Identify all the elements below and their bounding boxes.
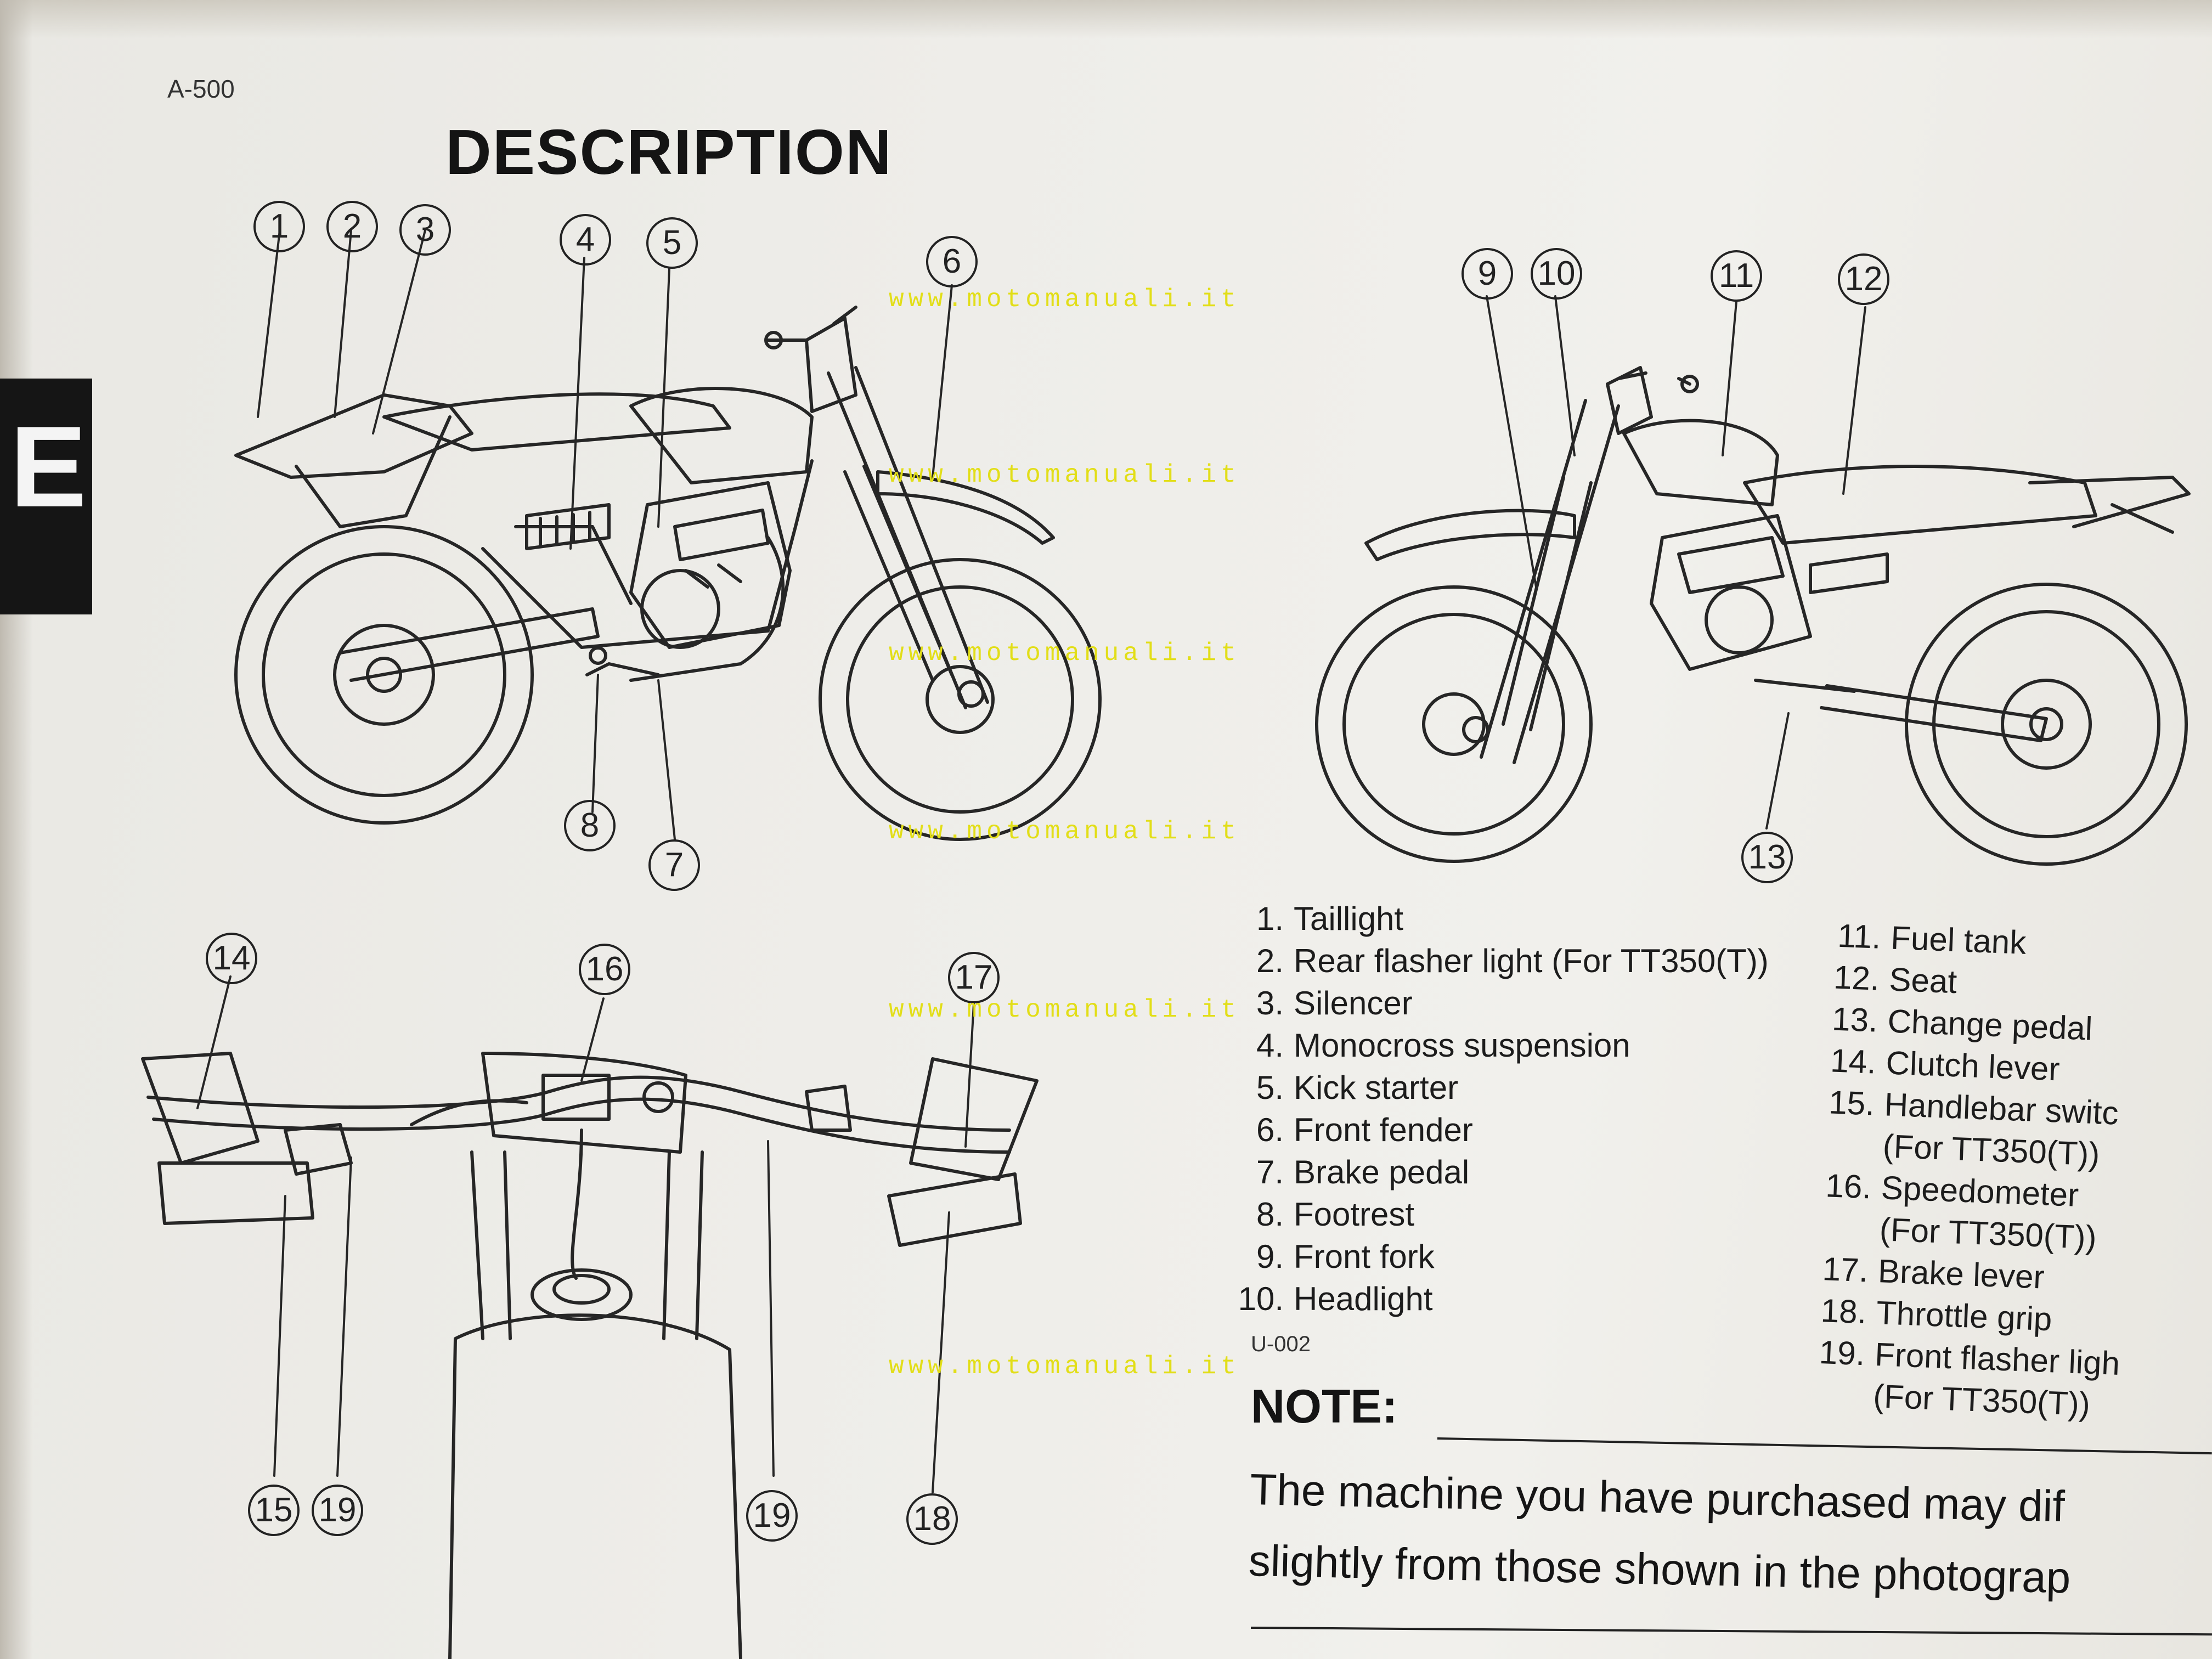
legend-item-number: 12. <box>1833 958 1880 997</box>
callout-14: 14 <box>206 933 257 984</box>
legend-item: 6. Front fender <box>1229 1111 1473 1149</box>
motorcycle-right-side-illustration <box>1315 366 2191 866</box>
legend-item-label: (For TT350(T)) <box>1878 1211 2097 1256</box>
legend-item-label: Taillight <box>1294 900 1404 937</box>
legend-item-label: Brake pedal <box>1294 1154 1470 1190</box>
callout-3: 3 <box>399 204 451 256</box>
callout-9: 9 <box>1462 248 1513 300</box>
legend-item-label: Headlight <box>1294 1280 1433 1317</box>
legend-item-label: Speedometer <box>1880 1169 2080 1214</box>
callout-15: 15 <box>248 1485 300 1536</box>
callout-13: 13 <box>1741 832 1793 883</box>
legend-item-label: Footrest <box>1294 1196 1415 1233</box>
legend-item: 7. Brake pedal <box>1229 1153 1469 1191</box>
legend-item-number: 15. <box>1828 1084 1876 1122</box>
legend-item-label: Clutch lever <box>1885 1044 2061 1088</box>
note-code: U-002 <box>1251 1332 1311 1356</box>
legend-item-number: 16. <box>1825 1167 1872 1206</box>
legend-item-label: Front fender <box>1294 1111 1473 1148</box>
legend-item-label: Monocross suspension <box>1294 1027 1630 1064</box>
watermark-2: www.motomanuali.it <box>889 461 1240 489</box>
legend-item-number: 3. <box>1256 985 1284 1022</box>
legend-item-number: 19. <box>1818 1334 1866 1373</box>
watermark-5: www.motomanuali.it <box>889 996 1240 1024</box>
legend-item-label: Throttle grip <box>1876 1294 2053 1338</box>
legend-item: 8. Footrest <box>1229 1195 1414 1233</box>
callout-17: 17 <box>948 952 1000 1003</box>
leader-lines <box>196 229 1866 1493</box>
legend-item-label: Front fork <box>1294 1238 1435 1275</box>
legend-item-label: Rear flasher light (For TT350(T)) <box>1294 943 1769 979</box>
legend-item-number: 11. <box>1837 917 1882 956</box>
watermark-3: www.motomanuali.it <box>889 639 1240 668</box>
legend-item: 11.Fuel tank <box>1825 916 2027 962</box>
legend-item: 5. Kick starter <box>1229 1069 1458 1107</box>
legend-item-label: (For TT350(T)) <box>1882 1127 2101 1173</box>
watermark-6: www.motomanuali.it <box>889 1352 1240 1381</box>
legend-item-number: 13. <box>1831 1000 1879 1039</box>
page-shadow-top <box>0 0 2212 38</box>
motorcycle-left-side-illustration <box>234 306 1102 841</box>
legend-item: 2. Rear flasher light (For TT350(T)) <box>1229 942 1769 980</box>
legend-item: 10. Headlight <box>1229 1280 1433 1318</box>
legend-item-number: 5. <box>1256 1069 1284 1106</box>
callout-8: 8 <box>564 800 616 851</box>
legend-item: 1. Taillight <box>1229 900 1403 938</box>
callout-11: 11 <box>1711 250 1762 302</box>
callout-19-left: 19 <box>312 1485 363 1536</box>
callout-5: 5 <box>646 217 698 269</box>
section-tab: E <box>0 379 92 614</box>
legend-item-number: 8. <box>1256 1196 1284 1233</box>
page-title: DESCRIPTION <box>445 116 893 188</box>
legend-item-number: 6. <box>1256 1111 1284 1148</box>
legend-item-number: 7. <box>1256 1154 1284 1190</box>
page-code: A-500 <box>167 75 235 103</box>
legend-item-label: Fuel tank <box>1890 919 2027 961</box>
legend-item-label: Brake lever <box>1877 1252 2045 1296</box>
legend-item-label: (For TT350(T)) <box>1872 1377 2091 1423</box>
legend-item-number: 18. <box>1820 1292 1867 1331</box>
watermark-4: www.motomanuali.it <box>889 817 1240 846</box>
legend-item: 12.Seat <box>1824 958 1957 1001</box>
callout-10: 10 <box>1531 248 1582 300</box>
handlebar-illustration <box>141 1052 1039 1659</box>
legend-item-number: 9. <box>1256 1238 1284 1275</box>
legend-item-number: 10. <box>1238 1280 1284 1317</box>
legend-item-number: 14. <box>1830 1042 1877 1081</box>
callout-6: 6 <box>926 236 978 287</box>
legend-item-number: 17. <box>1821 1250 1869 1289</box>
legend-item-label: Seat <box>1888 961 1958 1001</box>
legend-item: 4. Monocross suspension <box>1229 1026 1630 1064</box>
callout-12: 12 <box>1838 253 1889 305</box>
section-tab-letter: E <box>10 402 87 531</box>
legend-item: 9. Front fork <box>1229 1238 1435 1276</box>
legend-item-label: Kick starter <box>1294 1069 1459 1106</box>
callout-1: 1 <box>253 201 305 252</box>
legend-item-label: Change pedal <box>1887 1002 2094 1047</box>
note-label: NOTE: <box>1251 1380 1398 1433</box>
callout-16: 16 <box>579 944 630 995</box>
note-body: The machine you have purchased may dif s… <box>1248 1454 2073 1613</box>
callout-2: 2 <box>326 201 378 252</box>
legend-item-number: 1. <box>1256 900 1284 937</box>
watermark-1: www.motomanuali.it <box>889 285 1240 314</box>
legend-item-number: 4. <box>1256 1027 1284 1064</box>
callout-7: 7 <box>648 839 700 891</box>
page-shadow-left <box>0 0 33 1659</box>
legend-item: 3. Silencer <box>1229 984 1413 1022</box>
callout-18: 18 <box>906 1493 958 1545</box>
legend-item-label: Silencer <box>1294 985 1413 1022</box>
callout-4: 4 <box>560 214 611 266</box>
callout-19-right: 19 <box>746 1490 798 1542</box>
legend-item-number: 2. <box>1256 943 1284 979</box>
